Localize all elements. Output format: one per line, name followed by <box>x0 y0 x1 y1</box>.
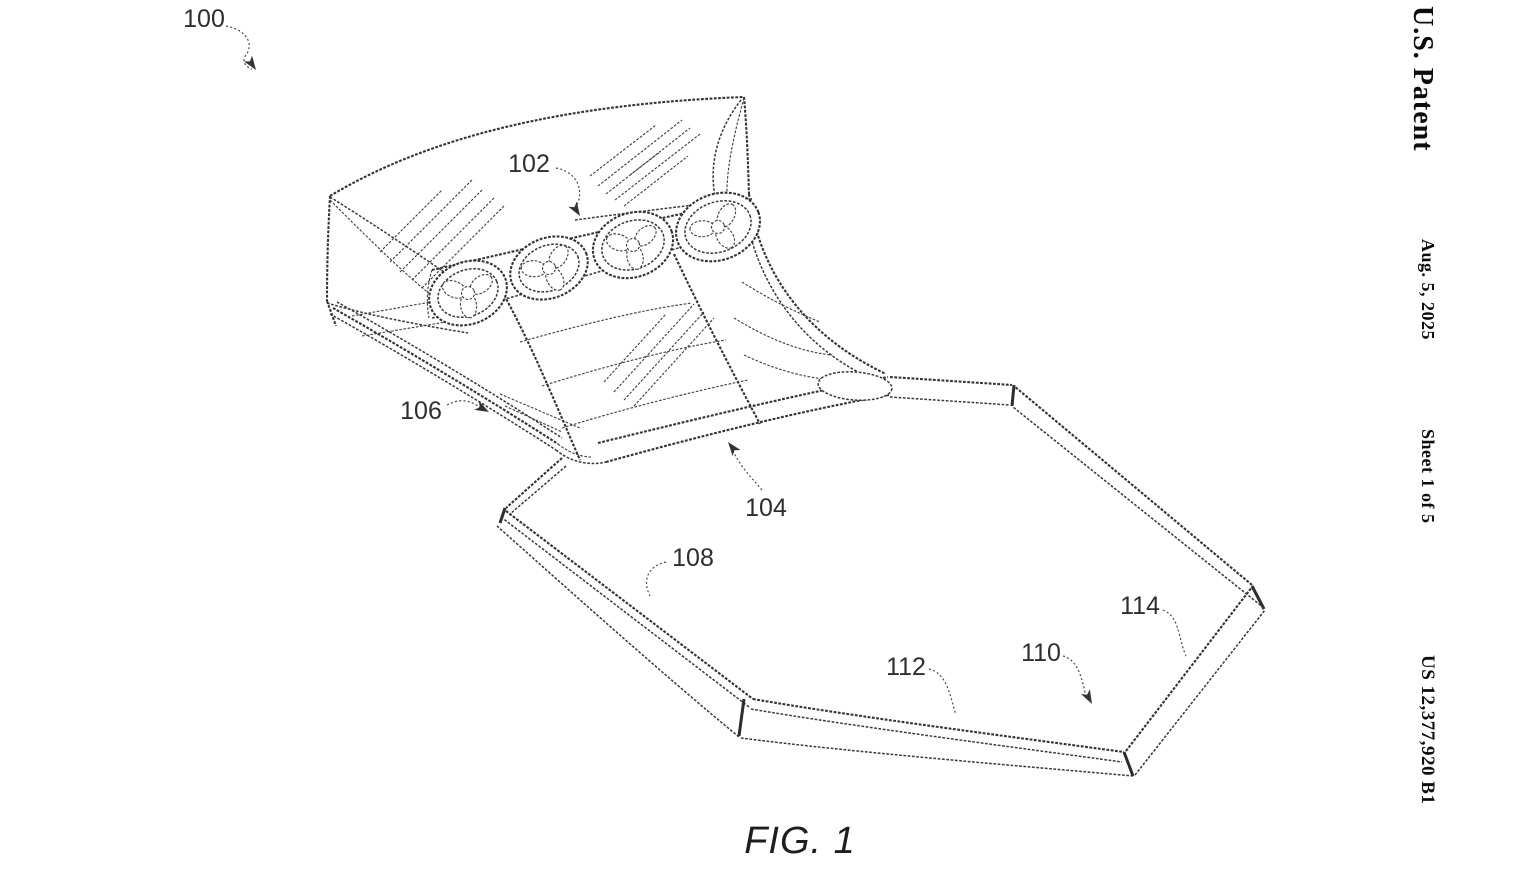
patent-number: US 12,377,920 B1 <box>1417 655 1438 805</box>
fan-1 <box>428 259 508 327</box>
fan-array <box>428 191 762 327</box>
fan-4-hub <box>710 219 726 235</box>
duct-exit-edge <box>597 375 890 464</box>
figure-caption: FIG. 1 <box>744 820 856 862</box>
ref-label-102: 102 <box>508 150 550 178</box>
fan-2-blade <box>520 260 547 278</box>
patent-title: U.S. Patent <box>1407 6 1438 152</box>
scoop-body <box>325 95 890 465</box>
patent-sheet-count: Sheet 1 of 5 <box>1418 429 1438 524</box>
surface-contours <box>351 281 843 433</box>
hatching-left <box>379 179 505 289</box>
scoop-left-rail <box>329 301 607 465</box>
fan-1-hub <box>460 285 476 301</box>
ref-label-112: 112 <box>886 653 926 681</box>
hatching-funnel <box>603 303 715 407</box>
leader-lines <box>225 25 1187 716</box>
platform-upper-right-rail <box>1010 384 1265 609</box>
fan-2-blade <box>548 244 569 269</box>
ref-label-110: 110 <box>1021 639 1061 667</box>
fan-4 <box>674 191 762 263</box>
ref-label-104: 104 <box>745 494 787 522</box>
ref-label-100: 100 <box>183 5 225 33</box>
platform-top-rail <box>889 375 1013 406</box>
fan-1-blade <box>459 292 478 319</box>
platform-deck <box>496 371 1266 777</box>
fan-2-hub <box>541 260 557 276</box>
hatching-middle <box>589 119 701 207</box>
duct-nose <box>817 371 893 401</box>
platform-left-rail <box>496 510 754 738</box>
fan-3-blade <box>634 224 657 247</box>
fan-4-blade <box>689 220 716 238</box>
scoop-top-edge <box>329 95 745 197</box>
platform-bottom-rail <box>740 697 1135 777</box>
ref-label-106: 106 <box>400 397 442 425</box>
fan-1-blade <box>441 279 467 299</box>
patent-date: Aug. 5, 2025 <box>1418 239 1438 341</box>
fan-1-blade <box>469 273 493 295</box>
reference-numerals: 100 102 104 106 108 110 112 114 <box>183 5 1160 681</box>
fan-3-hub <box>625 237 641 253</box>
fan-2 <box>509 235 589 301</box>
fan-3 <box>591 210 675 280</box>
fan-3-blade <box>605 233 632 252</box>
ref-label-108: 108 <box>672 544 714 572</box>
ref-label-114: 114 <box>1120 592 1160 620</box>
platform-bottom-right-rail <box>1125 585 1266 776</box>
